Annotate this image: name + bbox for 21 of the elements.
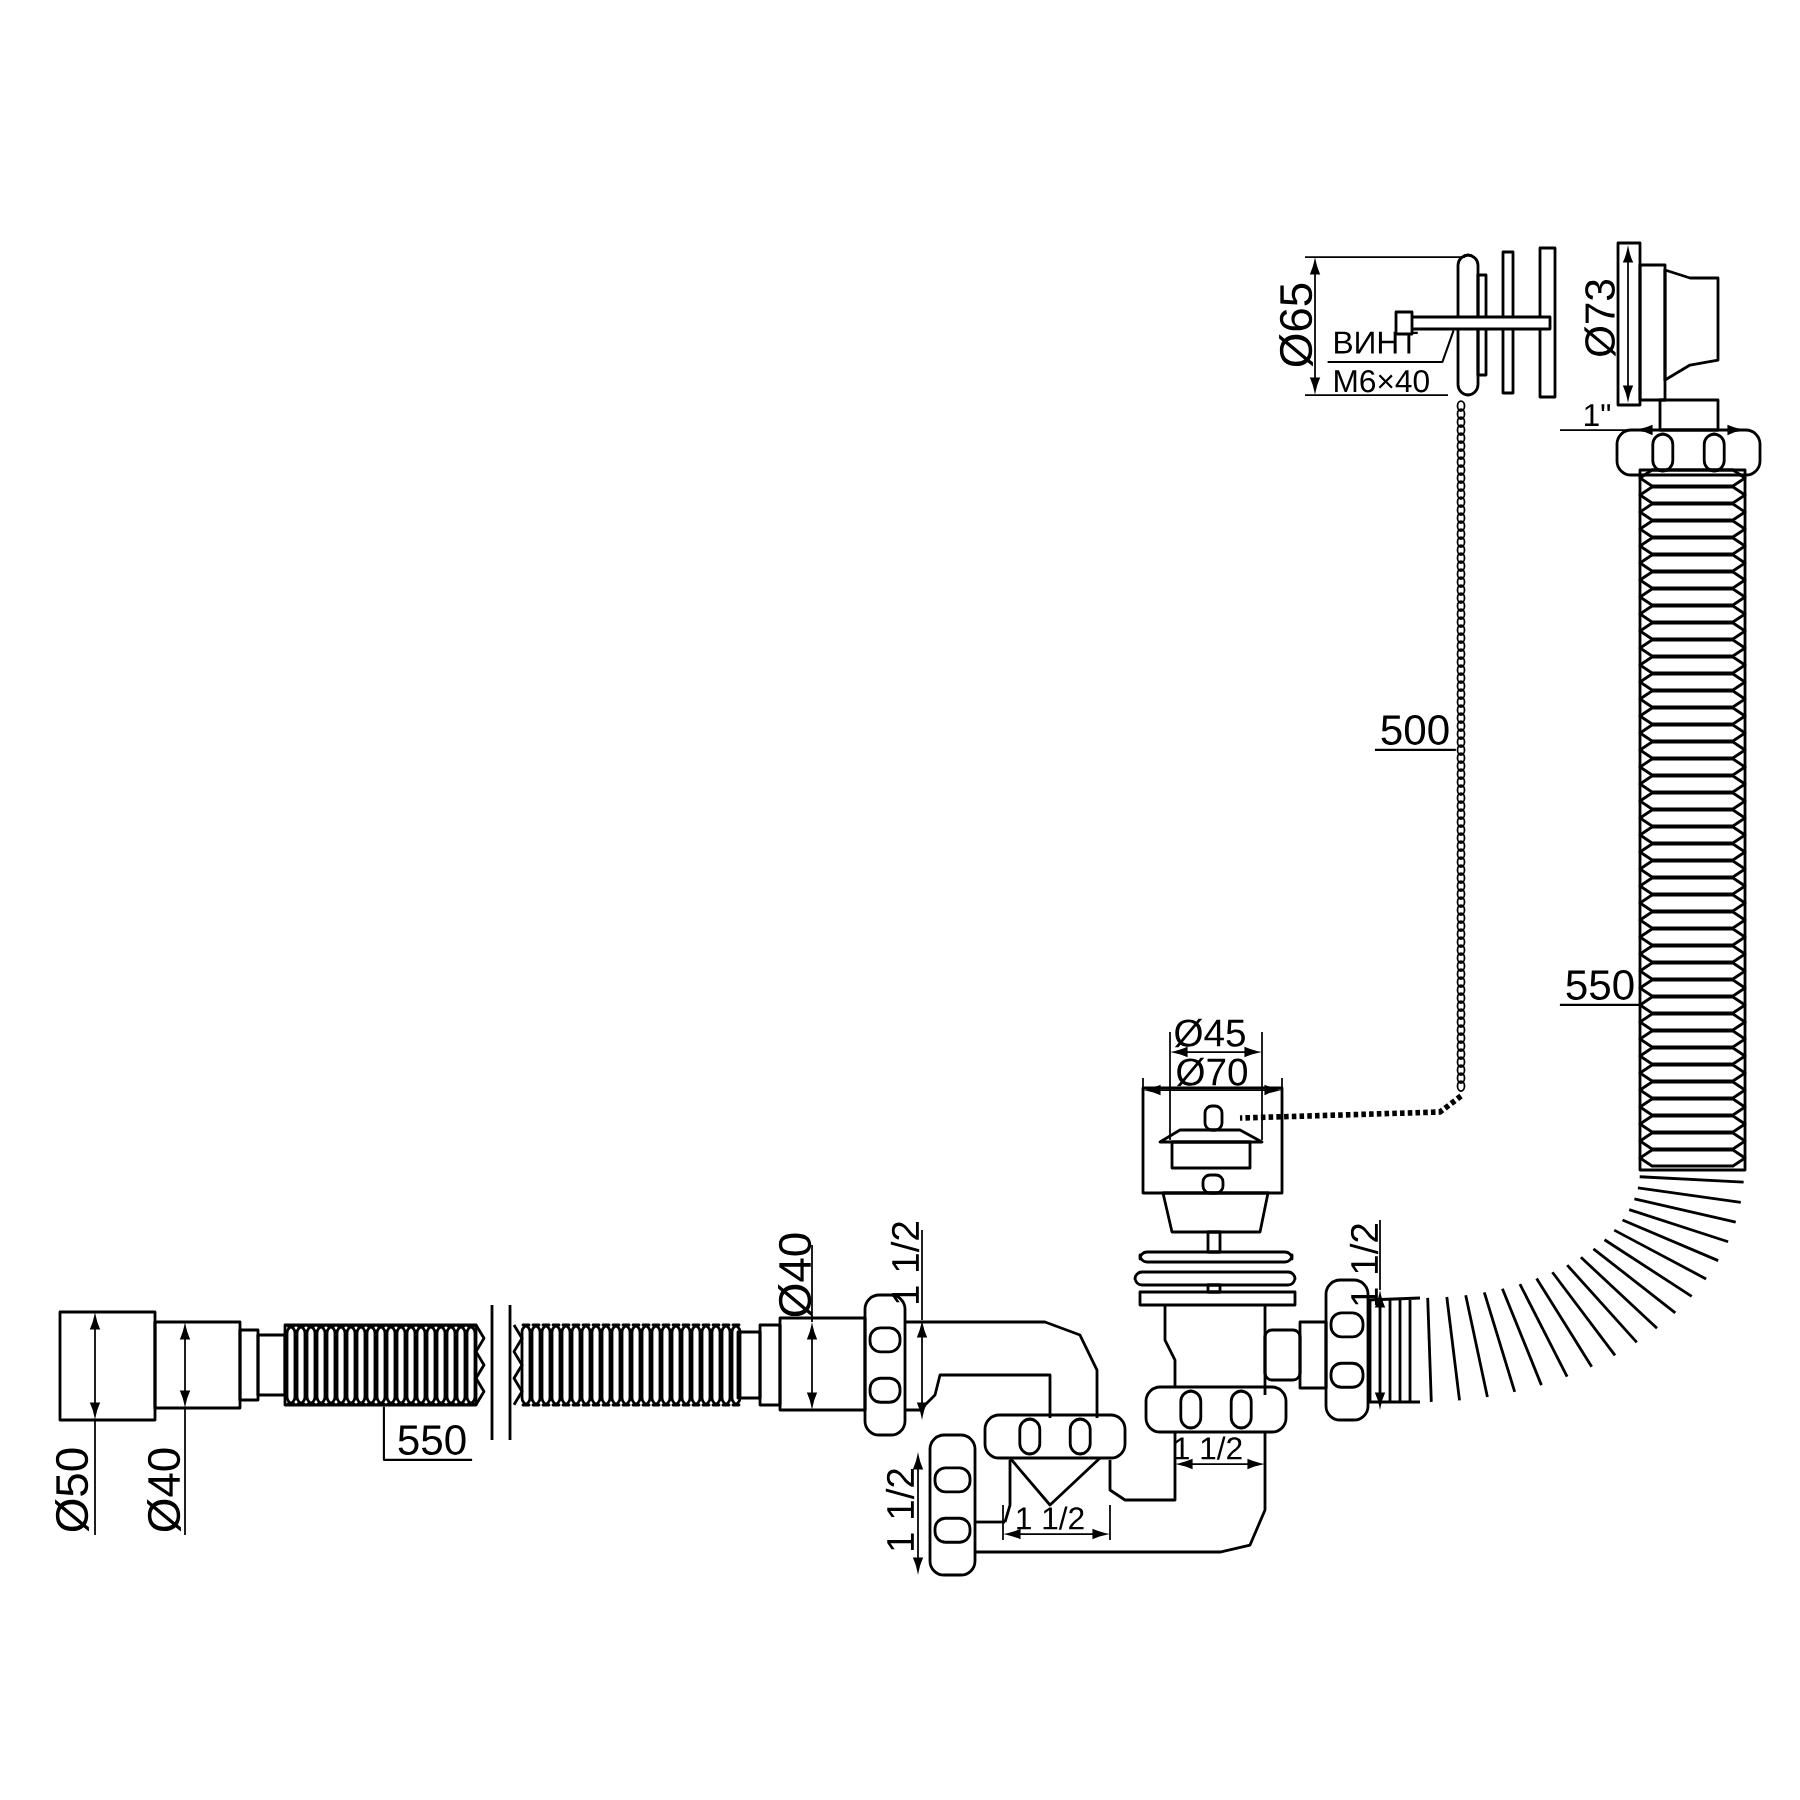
dimension-label: Ø45 xyxy=(1174,1018,1245,1048)
dimension-label: 1" xyxy=(1585,404,1611,426)
leader-label: 550 xyxy=(398,1425,466,1455)
dimension-label: 1 1/2 xyxy=(1017,1506,1084,1530)
dimension-label: Ø73 xyxy=(1584,280,1616,357)
dimension-label: Ø40 xyxy=(147,1448,181,1532)
leader-line xyxy=(1327,330,1455,364)
leader-line xyxy=(382,1406,473,1461)
corrugated-hose xyxy=(283,1323,478,1407)
dimension-label: Ø65 xyxy=(1279,283,1313,367)
leader-line xyxy=(1559,1003,1642,1006)
leader-label: 500 xyxy=(1381,715,1449,745)
chain-drawing xyxy=(1456,400,1466,1092)
dimension-label: 1 1/2 xyxy=(1175,1436,1242,1460)
leader-line xyxy=(1374,748,1457,751)
leader-label: 550 xyxy=(1566,970,1634,1000)
dimension-label: Ø50 xyxy=(55,1448,89,1532)
dimension-label: Ø70 xyxy=(1176,1057,1247,1087)
dimension-label: 1 1/2 xyxy=(885,1469,915,1551)
dimension-label: Ø40 xyxy=(778,1233,812,1317)
corrugated-hose xyxy=(1638,468,1747,1172)
